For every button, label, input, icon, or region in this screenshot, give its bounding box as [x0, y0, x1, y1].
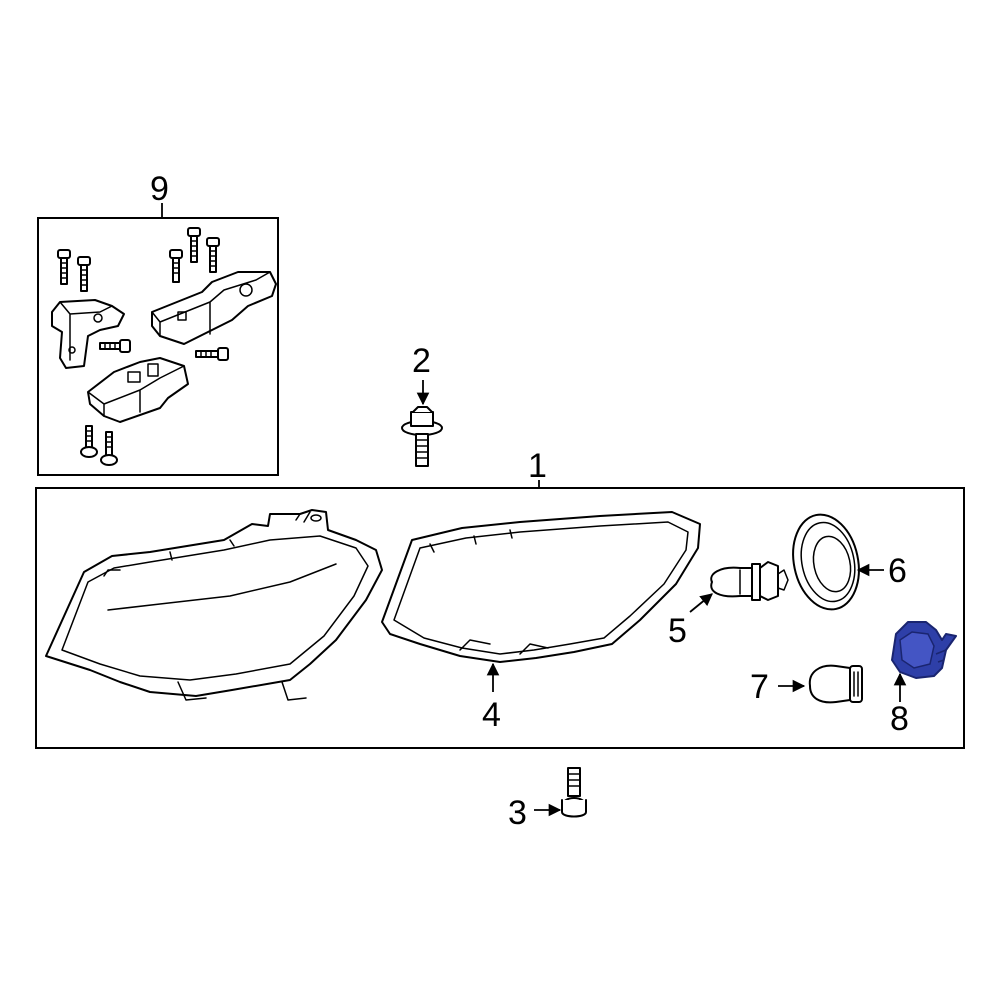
- kit-screw: [169, 249, 183, 283]
- kit-screw: [195, 347, 229, 361]
- bulb-seal: [792, 513, 860, 611]
- callout-7[interactable]: 7: [750, 668, 769, 706]
- kit-screw: [99, 339, 131, 353]
- callout-5[interactable]: 5: [668, 612, 687, 650]
- kit-bracket-bottom: [87, 357, 189, 423]
- screw-part: [561, 767, 587, 818]
- kit-screw: [57, 249, 71, 285]
- headlamp-assembly-group: 1 4 5: [35, 447, 965, 749]
- callout-8[interactable]: 8: [890, 700, 909, 738]
- kit-bracket-right: [151, 271, 277, 345]
- kit-screw: [206, 237, 220, 273]
- kit-screw: [100, 431, 118, 466]
- callout-2[interactable]: 2: [412, 342, 431, 380]
- kit-screw: [187, 227, 201, 263]
- callout-6[interactable]: 6: [888, 552, 907, 590]
- headlamp-lens: [381, 511, 701, 663]
- callout-4[interactable]: 4: [482, 696, 501, 734]
- repair-kit-frame: [37, 217, 279, 476]
- marker-bulb: [808, 664, 863, 704]
- headlamp-bulb: [710, 561, 789, 601]
- callout-9[interactable]: 9: [150, 170, 169, 208]
- bulb-socket[interactable]: [891, 621, 957, 679]
- repair-kit-group: 9: [37, 170, 279, 476]
- kit-screw: [80, 425, 98, 458]
- kit-bracket-left: [51, 299, 125, 369]
- callout-3[interactable]: 3: [508, 794, 527, 832]
- kit-screw: [77, 256, 91, 292]
- flange-bolt-part: 2: [401, 342, 443, 467]
- headlamp-housing: [45, 509, 383, 701]
- callout-1[interactable]: 1: [528, 447, 547, 485]
- assembly-frame: [35, 487, 965, 749]
